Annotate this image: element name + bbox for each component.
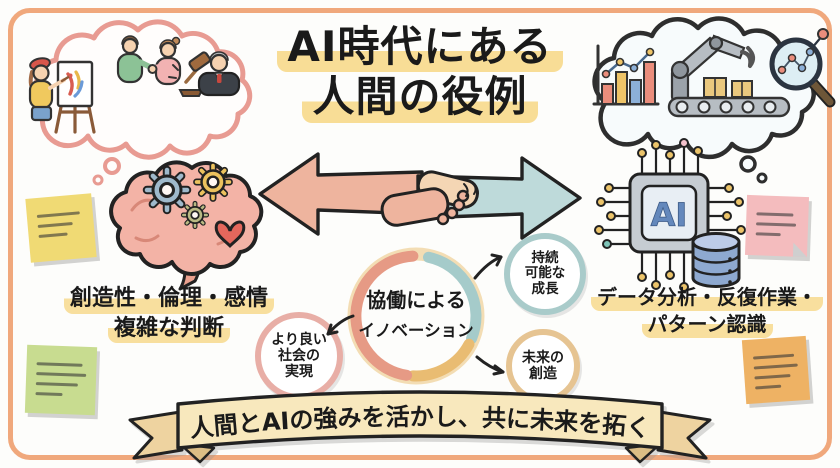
database-icon (691, 232, 741, 288)
outcome-text: より良い (271, 331, 327, 348)
bubble-tail-dot (92, 174, 104, 186)
human-thought-bubble (28, 19, 253, 186)
ring-segment-orange (407, 338, 475, 382)
collaboration-hub-label: 協働による イノベーション (354, 284, 478, 341)
ai-strengths-label: データ分析・反復作業・ パターン認識 (578, 284, 836, 338)
human-strengths-line-1: 創造性・倫理・感情 (63, 284, 274, 314)
gavel-icon (168, 51, 211, 97)
gear-icon (197, 166, 230, 199)
robot-arm-icon (667, 34, 791, 118)
hub-line-2: イノベーション (358, 321, 474, 340)
outcome-text: 社会の (278, 347, 320, 364)
sticky-note-green (24, 344, 98, 416)
clasped-hands-icon (380, 170, 479, 227)
page-title: AI時代にある 人間の役例 (255, 22, 585, 123)
human-strengths-line-2: 複雑な判断 (107, 313, 230, 344)
folded-corner (792, 242, 808, 258)
judge-illustration (168, 51, 241, 97)
human-strengths-label: 創造性・倫理・感情 複雑な判断 (36, 284, 302, 344)
ribbon-band (176, 390, 664, 450)
bar-chart-icon (592, 44, 660, 106)
sticky-note-orange (741, 335, 811, 405)
ring-segment-teal (423, 251, 482, 344)
bubble-tail-dot (756, 172, 768, 184)
ai-thought-bubble (592, 16, 836, 184)
ai-strengths-line-1: データ分析・反復作業・ (591, 284, 823, 311)
ring-segment-salmon (350, 250, 419, 381)
painter-illustration (28, 57, 96, 134)
outcome-text: 成長 (531, 280, 559, 297)
outcome-future-creation: 未来の 創造 (506, 329, 580, 403)
sticky-note-yellow (25, 193, 97, 263)
arrow-to-better-society (326, 314, 355, 336)
handshake-arrows (258, 152, 582, 240)
heart-icon (214, 220, 246, 248)
chip-label: AI (651, 196, 688, 234)
outcome-text: 持続 (531, 249, 559, 266)
outcome-text: 実現 (285, 364, 313, 381)
ai-chip-icon: AI (594, 138, 746, 292)
ribbon-tail-left (128, 410, 184, 460)
handshake-people-illustration (116, 35, 182, 86)
hub-line-1: 協働による (366, 288, 466, 312)
gear-icon (183, 203, 206, 226)
outcome-better-society: より良い 社会の 実現 (255, 312, 343, 400)
bubble-tail-dot (739, 155, 757, 173)
arrow-to-sustainable-growth (473, 253, 503, 280)
arrow-to-future-creation (475, 355, 505, 376)
magnifier-icon (769, 28, 836, 108)
title-line-2: 人間の役例 (302, 72, 538, 123)
outcome-text: 未来の (522, 349, 564, 366)
sticky-note-pink (744, 194, 810, 258)
outcome-sustainable-growth: 持続 可能な 成長 (504, 233, 586, 315)
chip-pins (602, 146, 738, 284)
outcome-text: 創造 (529, 366, 557, 382)
ribbon-tail-right (656, 410, 712, 460)
outcome-text: 可能な (524, 265, 566, 282)
banner-ribbon: 人間とAIの強みを活かし、共に未来を拓く (128, 390, 712, 464)
cloud-outline (34, 19, 253, 160)
bubble-tail-dot (103, 157, 121, 175)
gear-icon (147, 170, 187, 210)
brain-icon (109, 160, 264, 291)
title-line-1: AI時代にある (277, 22, 563, 73)
ai-strengths-line-2: パターン認識 (641, 311, 773, 338)
